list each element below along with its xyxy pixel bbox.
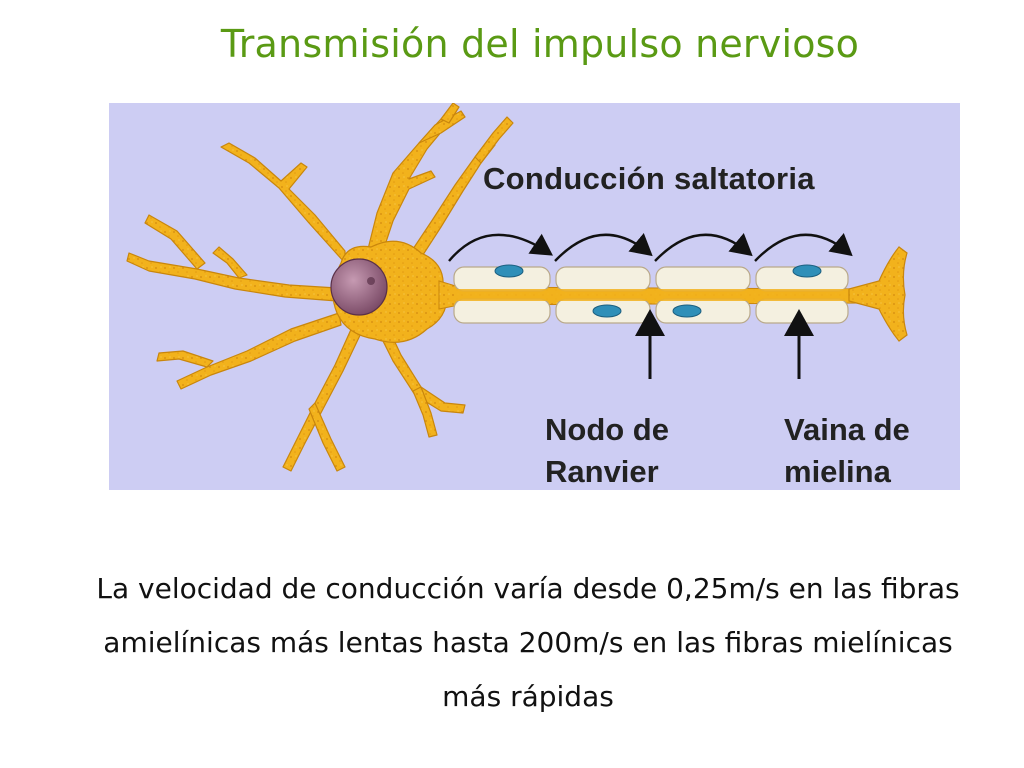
nucleus: [330, 258, 388, 316]
slide-title: Transmisión del impulso nervioso: [220, 22, 860, 66]
myelin-label-line1: Vaina de: [784, 412, 910, 447]
dendrites: [126, 103, 514, 472]
myelin-label-line2: mielina: [784, 454, 891, 489]
myelin-sheath-label: Vaina de mielina: [784, 409, 910, 490]
node-label-line2: Ranvier: [545, 454, 659, 489]
caption-text: La velocidad de conducción varía desde 0…: [96, 572, 960, 713]
neuron-diagram: Conducción saltatoria Nodo de Ranvier Va…: [109, 103, 960, 490]
node-label-line1: Nodo de: [545, 412, 669, 447]
axon-terminal: [848, 246, 908, 342]
pointer-arrows: [635, 309, 814, 379]
node-of-ranvier-label: Nodo de Ranvier: [545, 409, 669, 490]
neuron-illustration: [126, 103, 908, 472]
saltatory-arrows: [448, 233, 853, 262]
schwann-nuclei: [494, 264, 822, 318]
conduction-label: Conducción saltatoria: [483, 161, 815, 196]
